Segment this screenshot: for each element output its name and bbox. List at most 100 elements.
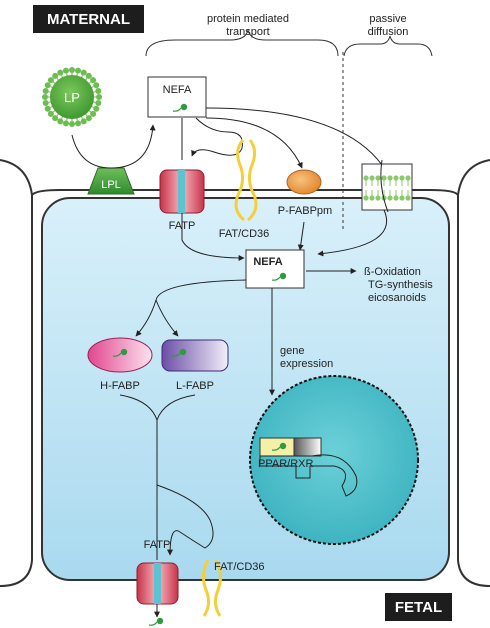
maternal-label: MATERNAL bbox=[47, 11, 130, 28]
phospholipid-head bbox=[42, 87, 49, 94]
nefa-top-label: NEFA bbox=[163, 84, 192, 96]
nefa-mid-label: NEFA bbox=[253, 256, 282, 268]
protein-mediated-bracket bbox=[145, 29, 339, 57]
phospholipid-head bbox=[80, 118, 87, 125]
arrow-nefa-to-cd36 bbox=[191, 117, 243, 157]
hfabp-protein bbox=[87, 337, 153, 373]
phospholipid-head bbox=[80, 69, 87, 76]
fatcd36-bottom-protein bbox=[201, 559, 223, 617]
arrow-to-lfabp bbox=[155, 299, 179, 337]
bilayer-head bbox=[363, 195, 369, 201]
lp-label: LP bbox=[64, 90, 80, 105]
nucleus: PPAR/RXR bbox=[249, 375, 419, 545]
tg-synthesis-label: TG-synthesis bbox=[368, 279, 433, 291]
passive-diffusion-label-1: passive bbox=[369, 13, 406, 25]
arrow-lpl-to-nefa bbox=[71, 124, 156, 169]
phospholipid-head bbox=[44, 105, 51, 112]
arrow-pfabp-to-nefa bbox=[297, 221, 305, 251]
arrow-nefa-to-pfabp bbox=[205, 117, 303, 169]
phospholipid-head bbox=[69, 67, 75, 73]
arrow-nefa-to-fabps bbox=[155, 279, 247, 301]
phospholipid-head bbox=[75, 67, 82, 74]
phospholipid-head bbox=[57, 69, 64, 76]
fatcd36-top-label: FAT/CD36 bbox=[219, 228, 270, 240]
bilayer-head bbox=[393, 195, 399, 201]
ppar-receptor bbox=[259, 437, 295, 457]
gene-label-1: gene bbox=[280, 345, 304, 357]
arrow-nefa-passive bbox=[205, 107, 383, 166]
bilayer-head bbox=[399, 195, 405, 201]
phospholipid-head bbox=[57, 118, 64, 125]
arrow-to-hfabp bbox=[135, 299, 157, 337]
pfabp-label: P-FABPpm bbox=[278, 205, 332, 217]
hfabp-label: H-FABP bbox=[100, 380, 140, 392]
pfabp-protein bbox=[286, 169, 322, 195]
protein-mediated-label-2: transport bbox=[226, 26, 269, 38]
phospholipid-head bbox=[90, 77, 97, 84]
bilayer-head bbox=[381, 175, 387, 181]
bilayer-head bbox=[405, 195, 411, 201]
fatp-bottom-transporter bbox=[136, 562, 179, 605]
fetal-label: FETAL bbox=[395, 599, 442, 616]
phospholipid-head bbox=[52, 72, 59, 79]
bilayer-head bbox=[393, 175, 399, 181]
bilayer-head bbox=[363, 175, 369, 181]
syncytiotrophoblast-cell bbox=[0, 159, 490, 587]
arrow-fatp-to-nefa bbox=[181, 213, 245, 261]
nefa-cell-box: NEFA bbox=[245, 249, 305, 289]
phospholipid-head bbox=[69, 121, 75, 127]
bilayer-head bbox=[375, 195, 381, 201]
rxr-receptor bbox=[293, 437, 322, 457]
bilayer-head bbox=[399, 175, 405, 181]
bilayer-head bbox=[369, 175, 375, 181]
phospholipid-head bbox=[75, 120, 82, 127]
bilayer-head bbox=[405, 175, 411, 181]
dna-strand bbox=[259, 454, 358, 497]
phospholipid-head bbox=[93, 82, 100, 89]
phospholipid-head bbox=[47, 77, 54, 84]
lpl-label: LPL bbox=[101, 179, 121, 191]
phospholipid-head bbox=[42, 100, 49, 107]
phospholipid-head bbox=[52, 115, 59, 122]
phospholipid-head bbox=[44, 82, 51, 89]
lipoprotein-icon: LP bbox=[42, 67, 102, 127]
gene-label-2: expression bbox=[280, 358, 333, 370]
passive-diffusion-label-2: diffusion bbox=[368, 26, 409, 38]
fatp-bottom-label: FATP bbox=[144, 539, 171, 551]
phospholipid-head bbox=[42, 94, 48, 100]
phospholipid-head bbox=[96, 94, 102, 100]
bilayer-head bbox=[387, 175, 393, 181]
phospholipid-head bbox=[47, 110, 54, 117]
bilayer-head bbox=[387, 195, 393, 201]
lfabp-label: L-FABP bbox=[176, 380, 214, 392]
fatcd36-bottom-label: FAT/CD36 bbox=[214, 561, 265, 573]
arrow-to-bottom-cd36 bbox=[156, 484, 214, 556]
arrow-fabps-to-fetal bbox=[119, 394, 196, 560]
phospholipid-head bbox=[95, 100, 102, 107]
phospholipid-head bbox=[85, 72, 92, 79]
nefa-maternal-box: NEFA bbox=[147, 76, 207, 118]
lipid-bilayer-passive bbox=[361, 159, 413, 213]
fetal-label-box: FETAL bbox=[385, 593, 452, 621]
oxidation-label: ß-Oxidation bbox=[364, 266, 421, 278]
lfabp-protein bbox=[161, 339, 229, 372]
fatty-acid-icon bbox=[148, 617, 164, 626]
phospholipid-head bbox=[62, 67, 69, 74]
phospholipid-head bbox=[95, 87, 102, 94]
phospholipid-head bbox=[62, 120, 69, 127]
lpl-enzyme: LPL bbox=[87, 167, 135, 195]
eicosanoids-label: eicosanoids bbox=[368, 292, 427, 304]
arrow-passive-to-nefa bbox=[317, 209, 388, 257]
bilayer-head bbox=[375, 175, 381, 181]
phospholipid-head bbox=[85, 115, 92, 122]
diffusion-path bbox=[380, 159, 389, 213]
phospholipid-head bbox=[90, 110, 97, 117]
passive-diffusion-bracket bbox=[343, 35, 433, 57]
maternal-label-box: MATERNAL bbox=[33, 5, 144, 33]
fatp-top-transporter bbox=[159, 169, 205, 214]
phospholipid-head bbox=[93, 105, 100, 112]
bilayer-head bbox=[369, 195, 375, 201]
ppar-label: PPAR/RXR bbox=[258, 458, 313, 470]
fatcd36-top-protein bbox=[234, 138, 258, 222]
